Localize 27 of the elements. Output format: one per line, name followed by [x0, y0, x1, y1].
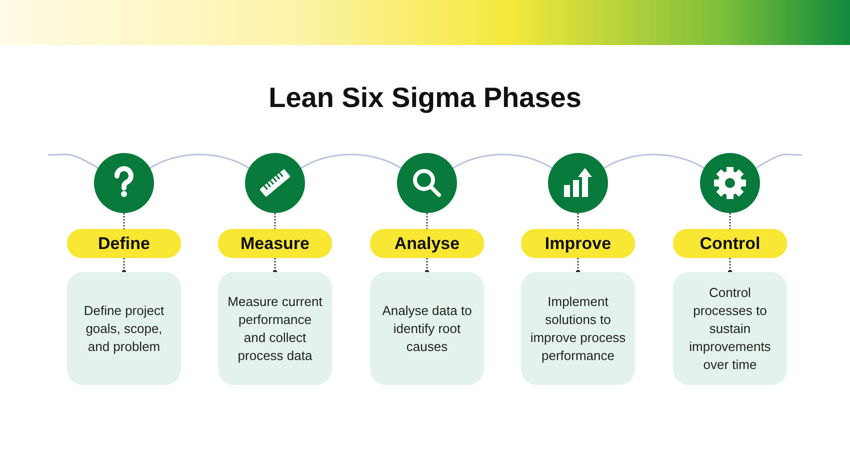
description-card: Measure current performance and collect process data	[218, 272, 332, 385]
wave-line	[150, 154, 250, 169]
phase-label: Analyse	[370, 229, 484, 258]
dotted-connector	[577, 213, 579, 229]
description-card: Implement solutions to improve process performance	[521, 272, 635, 385]
dotted-connector	[274, 213, 276, 229]
wave-line	[604, 154, 704, 169]
dotted-connector	[123, 213, 125, 229]
phase-label: Control	[673, 229, 787, 258]
dotted-connector	[728, 258, 732, 274]
wave-line	[300, 154, 402, 169]
wave-line	[452, 154, 552, 169]
phase-label: Measure	[218, 229, 332, 258]
wave-line	[48, 154, 98, 169]
wave-line	[756, 154, 802, 169]
dotted-connector	[272, 258, 278, 274]
dotted-connector	[122, 258, 126, 274]
dotted-connector	[729, 213, 731, 229]
title: Lean Six Sigma Phases	[268, 82, 582, 114]
description-card: Define project goals, scope, and problem	[67, 272, 181, 385]
phase-label: Define	[67, 229, 181, 258]
dotted-connector	[576, 258, 580, 274]
description-card: Control processes to sustain improvements over time	[673, 272, 787, 385]
dotted-connector	[426, 213, 428, 229]
dotted-connector	[424, 258, 430, 274]
description-card: Analyse data to identify root causes	[370, 272, 484, 385]
phase-label: Improve	[521, 229, 635, 258]
